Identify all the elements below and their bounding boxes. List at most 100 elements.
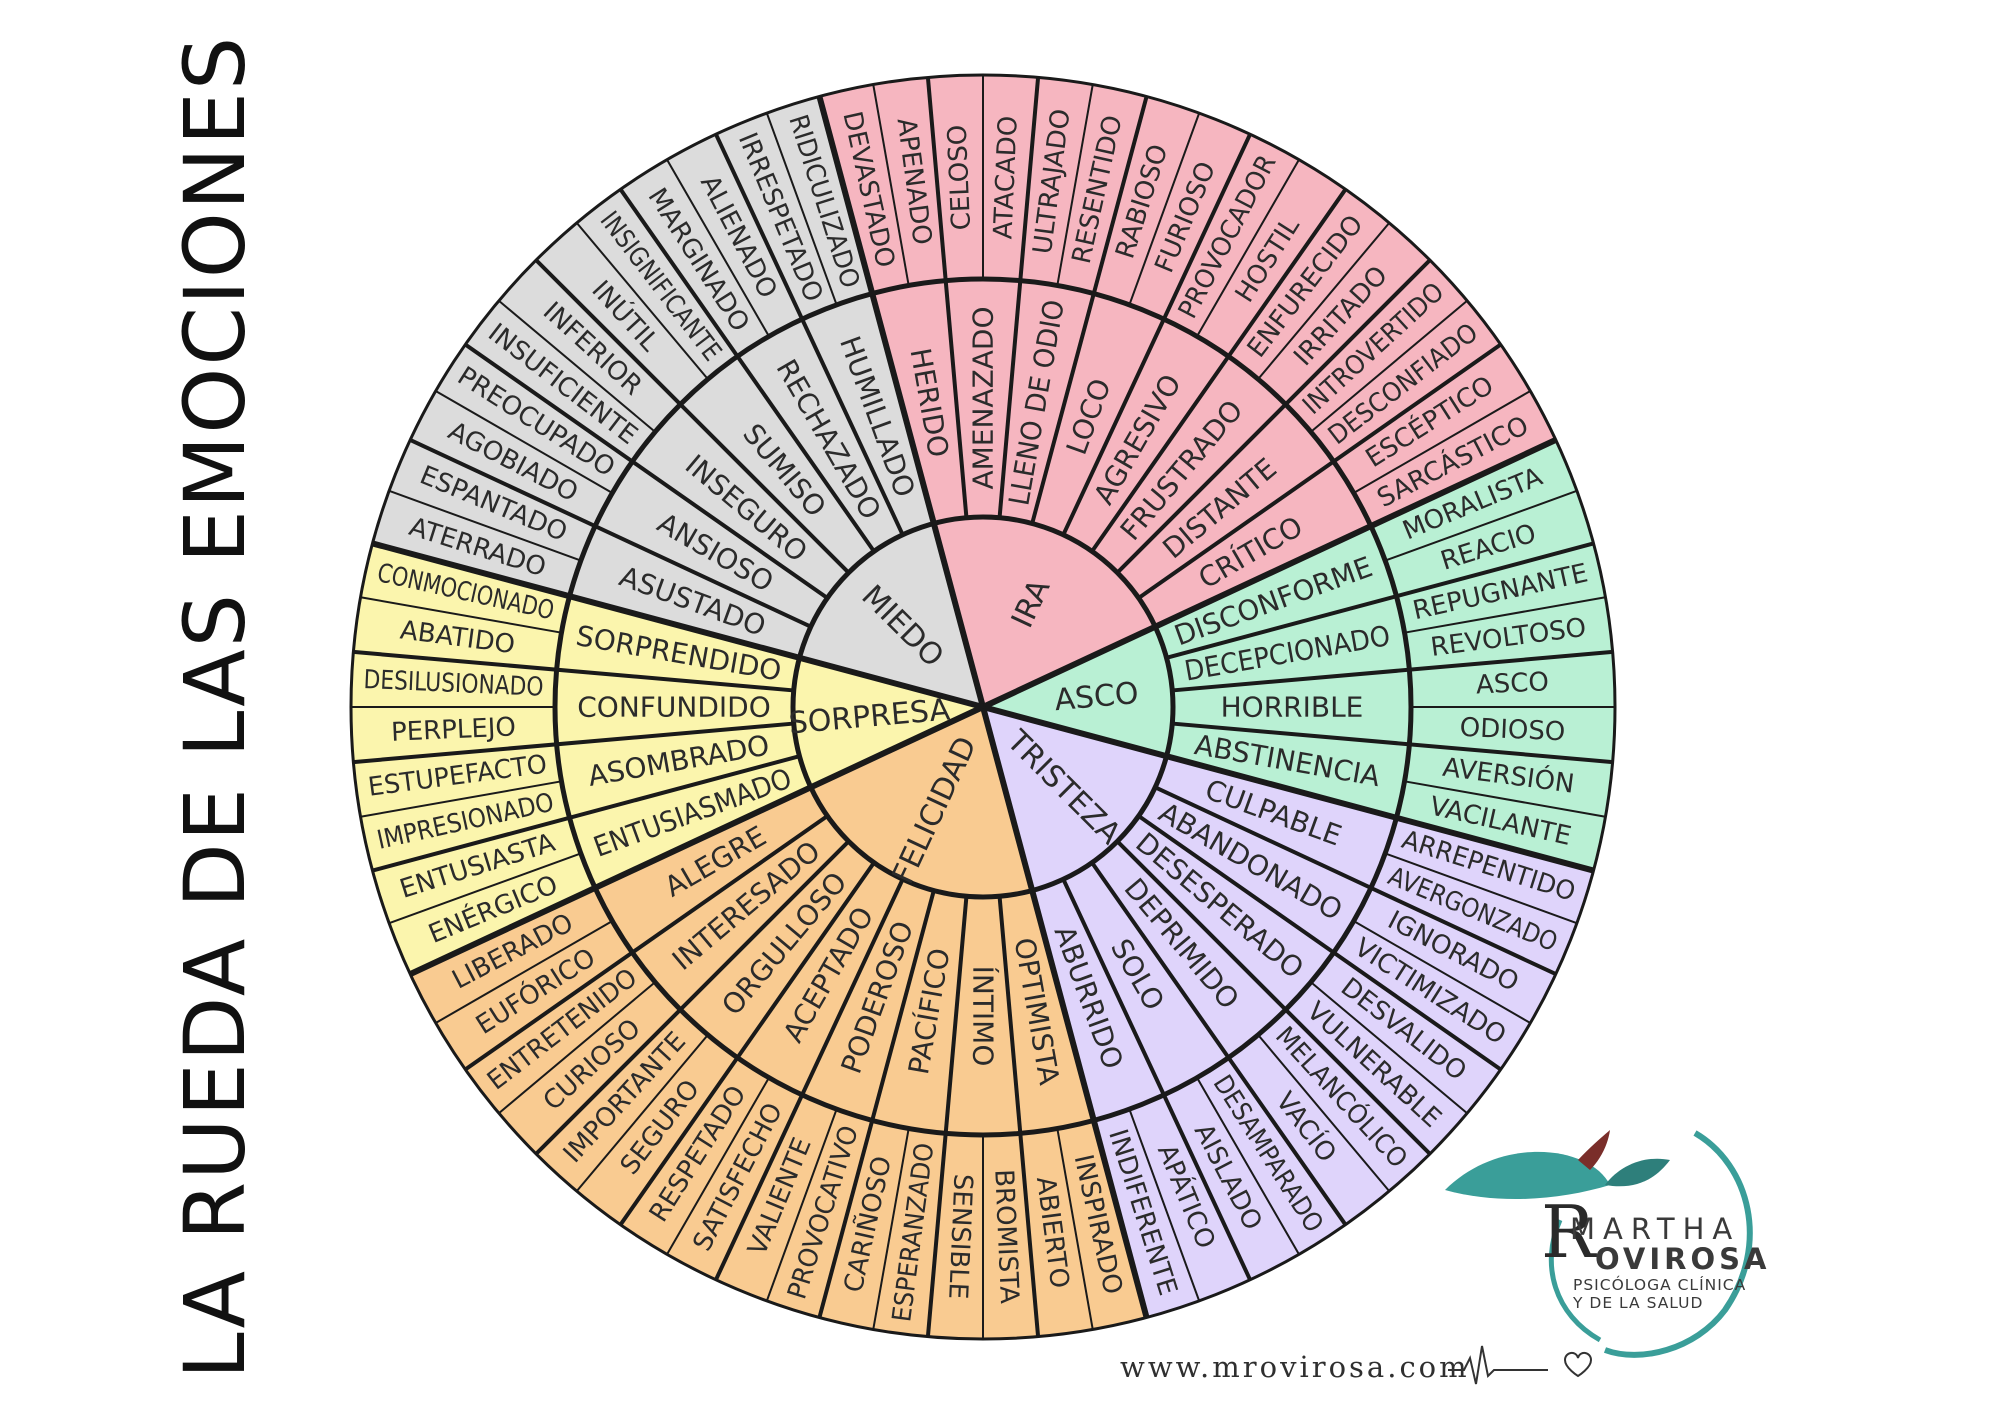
middle-divider <box>618 861 876 1226</box>
outer-label-perplejo: PERPLEJO <box>390 712 516 747</box>
middle-divider <box>1154 785 1557 976</box>
outer-divider <box>388 489 582 562</box>
outer-divider <box>1196 159 1300 337</box>
outer-divider <box>1056 84 1094 286</box>
outer-divider <box>1056 1128 1094 1330</box>
middle-divider <box>1061 133 1252 536</box>
brand-initial: R <box>1541 1190 1596 1274</box>
middle-divider <box>997 77 1041 518</box>
outer-divider <box>435 390 613 494</box>
wheel-ring <box>790 514 1176 900</box>
outer-divider <box>1384 489 1578 562</box>
middle-divider <box>372 754 800 873</box>
outer-label-celoso: CELOSO <box>943 124 978 231</box>
middle-divider <box>1172 721 1613 765</box>
outer-divider <box>1384 852 1578 925</box>
leaf-icon <box>1605 1158 1670 1187</box>
outer-divider <box>1404 780 1606 818</box>
outer-divider <box>1196 1077 1300 1255</box>
middle-divider <box>925 896 969 1337</box>
middle-label-horrible: HORRIBLE <box>1221 691 1364 724</box>
brand-name: MARTHA <box>1570 1212 1741 1246</box>
outer-divider <box>1128 1108 1201 1302</box>
outer-divider <box>765 1108 838 1302</box>
brand-subtitle: PSICÓLOGA CLÍNICA <box>1573 1276 1747 1294</box>
middle-divider <box>464 342 829 600</box>
middle-divider <box>534 258 851 575</box>
outer-divider <box>1353 920 1531 1024</box>
heart-icon <box>1563 1352 1593 1378</box>
middle-divider <box>1137 814 1502 1072</box>
middle-divider <box>817 890 936 1318</box>
sector-divider <box>980 706 1150 1319</box>
middle-divider <box>1115 258 1432 575</box>
brand-surname: OVIROSA <box>1595 1242 1771 1276</box>
brand-subtitle-2: Y DE LA SALUD <box>1573 1294 1704 1312</box>
middle-divider <box>714 878 905 1281</box>
logo-arc <box>1603 1130 1753 1358</box>
outer-divider <box>765 112 838 306</box>
wheel-ring <box>552 276 1414 1138</box>
logo-arc <box>1548 1218 1602 1343</box>
core-label-asco: ASCO <box>1053 676 1140 718</box>
sector-divider <box>982 704 1595 874</box>
outer-divider <box>872 84 910 286</box>
middle-divider <box>464 814 829 1072</box>
leaf-icon <box>1578 1130 1610 1170</box>
middle-label-confundido: CONFUNDIDO <box>577 691 771 724</box>
outer-label-asco: ASCO <box>1475 667 1549 700</box>
outer-divider <box>1310 981 1468 1115</box>
middle-divider <box>353 721 794 765</box>
outer-divider <box>388 852 582 925</box>
sector-divider <box>981 437 1558 710</box>
heartbeat-icon <box>1448 1345 1593 1385</box>
sector-divider <box>408 704 985 977</box>
wheel-ring <box>349 73 1617 1341</box>
sector-divider <box>816 95 986 708</box>
outer-divider <box>1257 1034 1391 1192</box>
outer-divider <box>498 299 656 433</box>
middle-divider <box>925 77 969 518</box>
outer-divider <box>872 1128 910 1330</box>
middle-label-intimo: ÍNTIMO <box>967 966 1001 1067</box>
website-link[interactable]: www.mrovirosa.com <box>1120 1350 1470 1384</box>
outer-divider <box>360 780 562 818</box>
outer-divider <box>575 222 709 380</box>
middle-divider <box>534 839 851 1156</box>
middle-label-amenazado: AMENAZADO <box>967 306 1000 489</box>
middle-divider <box>1030 96 1149 524</box>
outer-label-odioso: ODIOSO <box>1459 713 1566 748</box>
outer-label-sensible: SENSIBLE <box>942 1173 977 1300</box>
outer-divider <box>1404 596 1606 634</box>
sector-sorpresa <box>350 543 983 975</box>
sector-divider <box>371 540 984 710</box>
sector-ira <box>819 75 1556 708</box>
middle-divider <box>1090 861 1348 1226</box>
outer-divider <box>498 981 656 1115</box>
outer-divider <box>435 920 613 1024</box>
middle-divider <box>353 649 794 693</box>
sector-asco <box>983 439 1615 871</box>
middle-divider <box>1166 541 1594 660</box>
middle-divider <box>1090 188 1348 553</box>
middle-divider <box>1115 839 1432 1156</box>
outer-divider <box>1353 390 1531 494</box>
middle-divider <box>1172 649 1613 693</box>
outer-divider <box>666 1077 770 1255</box>
sector-felicidad <box>410 707 1147 1339</box>
outer-divider <box>360 596 562 634</box>
leaf-icon <box>1445 1151 1610 1200</box>
outer-label-bromista: BROMISTA <box>988 1169 1024 1305</box>
outer-divider <box>666 159 770 337</box>
outer-divider <box>1257 222 1391 380</box>
middle-divider <box>1061 878 1252 1281</box>
middle-divider <box>618 188 876 553</box>
middle-divider <box>1137 342 1502 600</box>
outer-label-atacado: ATACADO <box>988 115 1023 240</box>
outer-divider <box>1128 112 1201 306</box>
middle-divider <box>409 438 812 629</box>
brand-logo <box>1445 1130 1753 1358</box>
outer-divider <box>1310 299 1468 433</box>
middle-divider <box>997 896 1041 1337</box>
